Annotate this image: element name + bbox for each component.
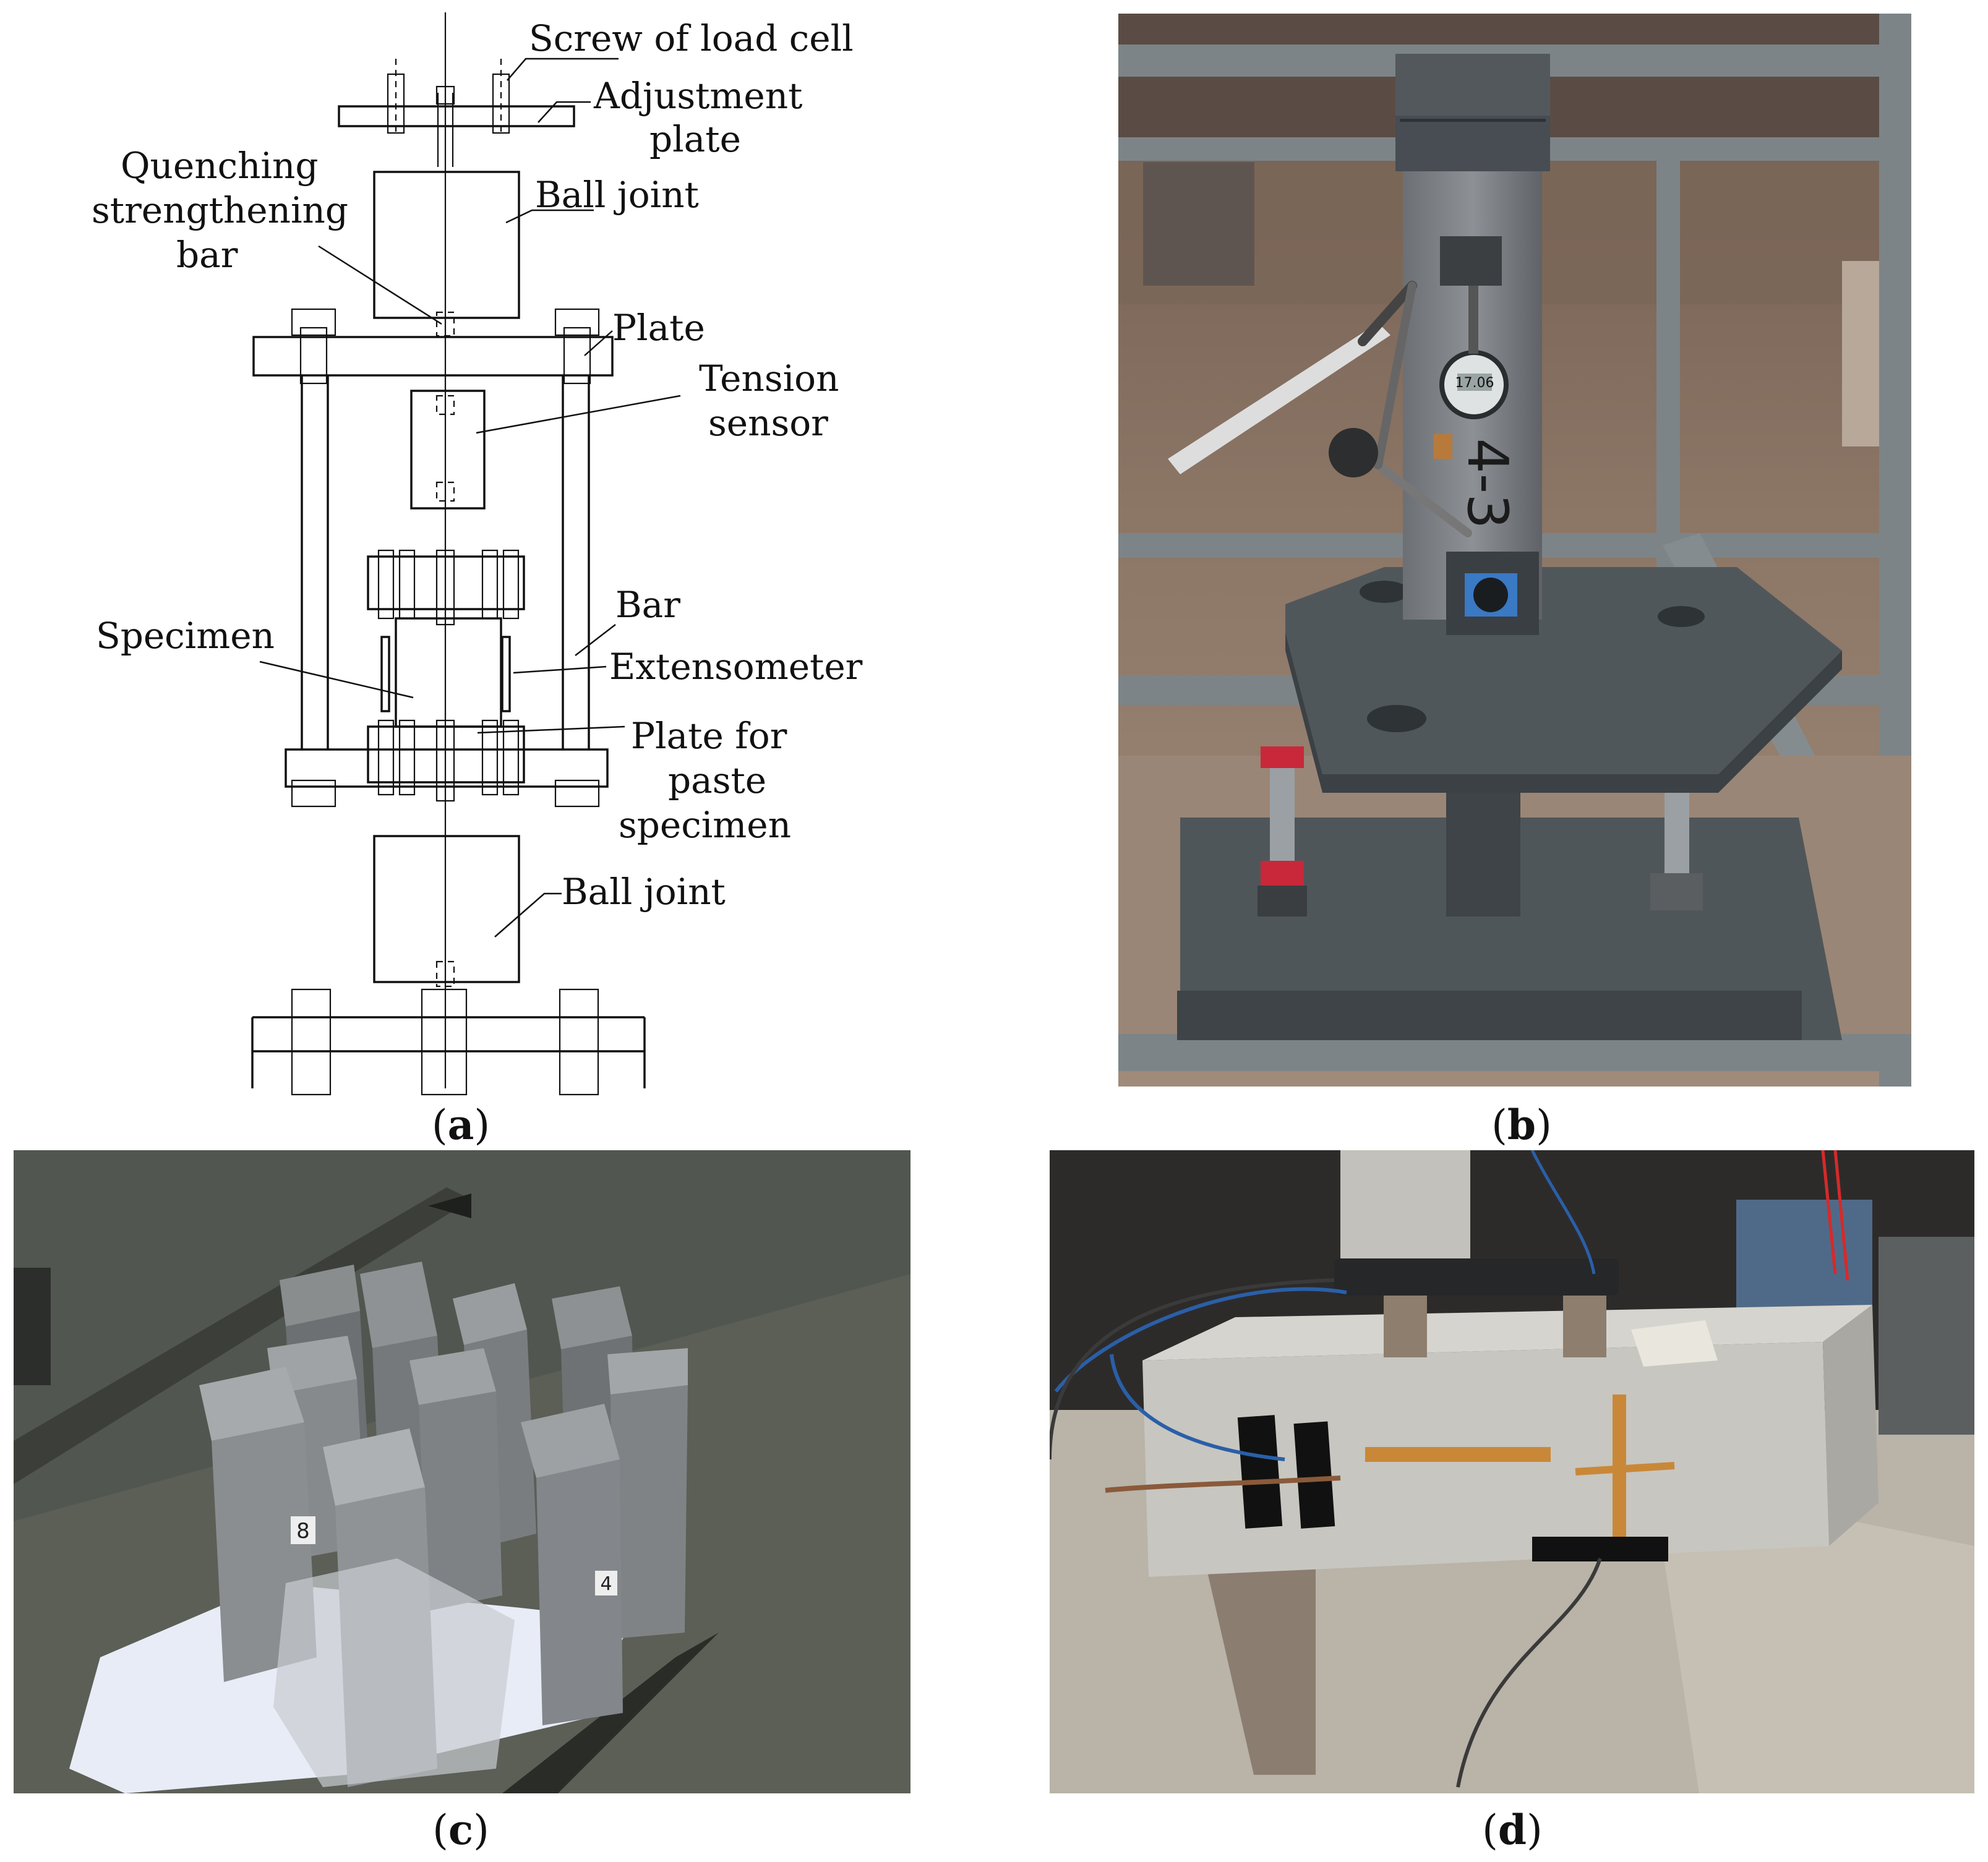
extensometer-right — [501, 636, 511, 712]
caption-d: (d) — [1482, 1806, 1543, 1854]
label-paste-specimen: specimen — [619, 804, 791, 846]
ball-joint-top — [373, 171, 520, 319]
dial-reading: 17.06 — [1455, 375, 1494, 391]
strain-gauge-horizontal — [1365, 1447, 1551, 1462]
label-quenching: Quenching — [121, 145, 318, 187]
panel-c-photo-specimens: 8 4 — [14, 1150, 910, 1793]
ball-joint-bottom — [373, 835, 520, 983]
tag-right: 4 — [600, 1573, 612, 1595]
lower-plate — [285, 748, 609, 788]
tag-left: 8 — [296, 1519, 310, 1544]
caption-a: (a) — [431, 1101, 491, 1149]
label-screw-of-load-cell: Screw of load cell — [529, 17, 854, 59]
specimen-top-plate — [367, 555, 525, 610]
label-bar-quench: bar — [176, 234, 238, 276]
tension-sensor — [410, 390, 486, 510]
label-tension: Tension — [699, 357, 839, 399]
panel-d-photo-gauge — [1050, 1150, 1974, 1793]
lower-plate-bolts — [291, 779, 600, 808]
strain-gauge-photo — [1050, 1150, 1974, 1793]
label-plate-2: plate — [649, 118, 741, 160]
base-frame — [251, 988, 646, 1096]
specimen — [395, 617, 502, 728]
top-screws — [387, 59, 510, 136]
adjustment-plate — [338, 105, 575, 127]
label-adjustment: Adjustment — [593, 75, 802, 117]
leader-lines — [259, 58, 681, 937]
label-ball-joint-top: Ball joint — [535, 174, 699, 216]
label-ball-joint-bottom: Ball joint — [562, 871, 726, 913]
plate-for-paste-specimen — [367, 725, 525, 784]
specimens-photo: 8 4 — [14, 1150, 910, 1793]
panel-b-photo-rig: 17.06 4-3 — [1118, 14, 1911, 1087]
extensometer-device — [1334, 1258, 1619, 1296]
test-rig-schematic: Screw of load cell Adjustment plate Quen… — [92, 12, 863, 1096]
label-extensometer: Extensometer — [609, 646, 863, 688]
specimen-handwritten-mark: 4-3 — [1455, 438, 1520, 529]
strain-gauge-vertical — [1613, 1394, 1626, 1555]
label-specimen: Specimen — [96, 615, 275, 657]
panel-a-schematic: Screw of load cell Adjustment plate Quen… — [0, 0, 990, 1101]
caption-b: (b) — [1491, 1101, 1552, 1149]
extensometer-left — [380, 636, 390, 712]
label-bar: Bar — [615, 584, 680, 626]
caption-c: (c) — [432, 1806, 489, 1854]
label-strengthening: strengthening — [92, 189, 348, 231]
label-plate-for: Plate for — [631, 715, 787, 757]
knob-icon — [1329, 428, 1378, 477]
upper-plate-bolts — [291, 308, 600, 385]
label-plate: Plate — [612, 307, 705, 349]
upper-plate — [252, 336, 614, 377]
label-paste: paste — [668, 759, 766, 801]
rig-photo: 17.06 4-3 — [1118, 14, 1911, 1087]
label-sensor: sensor — [708, 402, 828, 444]
